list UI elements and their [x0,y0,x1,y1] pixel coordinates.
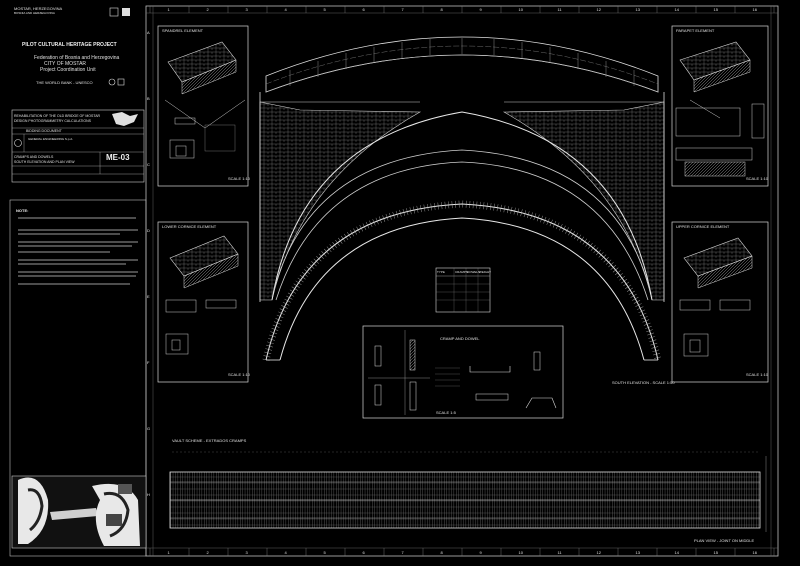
ruler-bottom-label: 3 [245,550,248,555]
ruler-top-label: 4 [284,7,287,12]
ruler-bottom-label: 12 [596,550,601,555]
title-block [11,7,145,183]
ruler-bottom-label: 7 [401,550,404,555]
ruler-bottom-label: 14 [674,550,679,555]
ruler-top-label: 11 [557,7,562,12]
elevation-label: SOUTH ELEVATION - SCALE 1:50 [612,380,675,385]
bridge-south-elevation [259,36,665,361]
rehab-line-2: DESIGN PHOTOGRAMMETRY CALCULATIONS [14,119,91,123]
panel-upper-cornice [671,221,769,383]
ruler-top-label: 5 [323,7,326,12]
table-header-weight: WEIGHT [479,270,491,274]
scale-parapet: SCALE 1:10 [746,176,769,181]
panel-cramp-dowel [362,325,564,419]
city-text: CITY OF MOSTAR [44,61,87,67]
header-small-text: MOSTAR, HERZEGOVINA [14,6,63,11]
scale-lower-cornice: SCALE 1:10 [228,372,251,377]
ruler-top-label: 6 [362,7,365,12]
quantity-table [435,267,491,313]
scale-spandrel: SCALE 1:10 [228,176,251,181]
ruler-top-label: 13 [635,7,640,12]
panel-parapet [671,25,769,187]
federation-text: Federation of Bosnia and Herzegovina [34,55,120,61]
ruler-bottom-label: 9 [479,550,482,555]
ruler-bottom-label: 4 [284,550,287,555]
panel-lower-cornice [157,221,249,383]
ruler-bottom-label: 5 [323,550,326,555]
ruler-top-label: 12 [596,7,601,12]
ruler-bottom-label: 10 [518,550,523,555]
drawing-title-1: CRAMPS AND DOWELS [14,155,54,159]
ruler-left-label: G [147,426,151,431]
rehab-line-1: REHABILITATION OF THE OLD BRIDGE OF MOST… [14,114,101,118]
ruler-bottom-label: 13 [635,550,640,555]
ruler-bottom-label: 15 [713,550,718,555]
scale-upper-cornice: SCALE 1:10 [746,372,769,377]
ruler-ticks [149,6,775,556]
bank-text: THE WORLD BANK - UNESCO [36,80,93,85]
ruler-left-label: D [147,228,150,233]
ruler-left-label: A [147,30,150,35]
panel-title-spandrel: SPANDREL ELEMENT [162,28,204,33]
ruler-top-label: 2 [206,7,209,12]
ruler-bottom-label: 16 [752,550,757,555]
ruler-bottom-label: 6 [362,550,365,555]
ruler-top-label: 15 [713,7,718,12]
vault-scheme [169,451,767,532]
scale-cramp-dowel: SCALE 1:5 [436,410,456,415]
ruler-top-label: 16 [752,7,757,12]
ruler-left-label: E [147,294,150,299]
drawing-title-2: SOUTH ELEVATION AND PLAN VIEW [14,160,75,164]
table-header-dowels: DOWELS [467,270,481,274]
plan-view-label: PLAN VIEW - JOINT ON MIDDLE [694,538,755,543]
ruler-left-label: C [147,162,150,167]
panel-title-upper-cornice: UPPER CORNICE ELEMENT [676,224,730,229]
ruler-left-label: F [147,360,150,365]
notes-title: NOTE: [16,208,29,213]
bridge-photo [11,475,147,549]
doc-type: BIDDING DOCUMENT [26,129,62,133]
table-header-cramps: CRAMPS [455,270,468,274]
ruler-top-label: 10 [518,7,523,12]
table-header-type: TYPE [437,270,445,274]
ruler-left-label: B [147,96,150,101]
ruler-top-label: 14 [674,7,679,12]
ruler-top-label: 1 [167,7,170,12]
header-small-text-2: BOSNIA AND HERZEGOVINA [14,11,55,15]
company-name: GENERAL ENGINEERING S.p.A. [28,137,74,141]
panel-title-parapet: PARAPET ELEMENT [676,28,715,33]
unit-text: Project Coordination Unit [40,67,96,73]
ruler-top-label: 9 [479,7,482,12]
ruler-bottom-label: 1 [167,550,170,555]
ruler-bottom-label: 2 [206,550,209,555]
panel-spandrel [157,25,249,187]
ruler-bottom-label: 11 [557,550,562,555]
panel-title-cramp-dowel: CRAMP AND DOWEL [440,336,480,341]
ruler-top-label: 7 [401,7,404,12]
vault-scheme-label: VAULT SCHEME - EXTRADOS CRAMPS [172,438,247,443]
panel-title-lower-cornice: LOWER CORNICE ELEMENT [162,224,217,229]
project-title: PILOT CULTURAL HERITAGE PROJECT [22,42,117,48]
ruler-bottom-label: 8 [440,550,443,555]
ruler-top-label: 3 [245,7,248,12]
notes-lines [18,217,138,285]
ruler-left-label: H [147,492,150,497]
ruler-top-label: 8 [440,7,443,12]
sheet-number: ME-03 [106,153,130,162]
